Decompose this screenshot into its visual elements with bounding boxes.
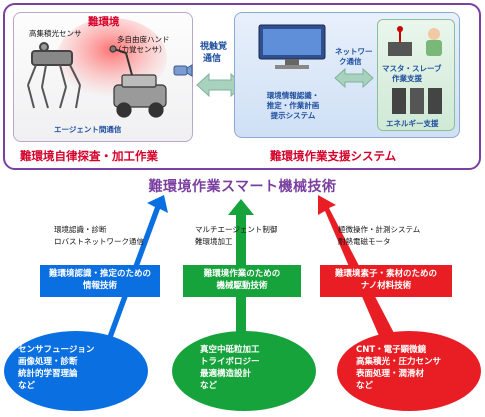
env-system-line3: 提示システム xyxy=(270,111,316,120)
operator-icon xyxy=(388,26,442,56)
col2-upper-line2: 難環境加工 xyxy=(195,237,233,246)
right-caption: 難環境作業支援システム xyxy=(270,149,397,163)
harsh-env-label: 難環境 xyxy=(88,16,120,28)
visual-tactile-line1: 視触覚 xyxy=(200,42,228,52)
col1-upper-line2: ロバストネットワーク通信 xyxy=(54,237,144,246)
col3-box-line2: ナノ材料技術 xyxy=(360,281,412,291)
robot-scene-illustration xyxy=(27,18,167,118)
legged-robot-icon xyxy=(27,42,81,109)
col3-tech-box: 難環境素子・素材のための ナノ材料技術 xyxy=(320,265,452,297)
master-slave-panel: マスタ・スレーブ 作業支援 エネルギー支援 xyxy=(377,19,455,131)
server-rack-icon xyxy=(392,88,442,114)
col2-ellipse-line2: トライボロジー xyxy=(200,357,260,367)
hand-label-line1: 多自由度ハンド xyxy=(117,35,170,44)
harsh-environment-panel: 難環境 高集積光センサ 多自由度ハンド （力覚センサ） エージェント間通信 xyxy=(13,12,193,142)
col1-ellipse-line1: センサフュージョン xyxy=(18,345,95,355)
network-line2: ク通信 xyxy=(339,57,362,66)
hand-label-line2: （力覚センサ） xyxy=(114,45,167,54)
main-title: 難環境作業スマート機械技術 xyxy=(148,179,337,195)
col3-upper-line1: 極微操作・計測システム xyxy=(338,225,421,234)
col3-ellipse-line3: 表面処理・潤滑材 xyxy=(356,369,425,379)
col1-ellipse-line2: 画像処理・診断 xyxy=(18,357,78,367)
col1-box-line2: 情報技術 xyxy=(82,281,117,291)
master-slave-line1: マスタ・スレーブ xyxy=(382,64,442,73)
col2-ellipse-line1: 真空中砥粒加工 xyxy=(200,345,260,355)
col2-box-line1: 難環境作業のための xyxy=(203,269,281,279)
network-arrow-icon xyxy=(334,67,374,89)
camera-icon xyxy=(173,64,193,77)
energy-support-label: エネルギー支援 xyxy=(386,119,439,128)
col3-ellipse-line4: など xyxy=(356,381,374,391)
col2-ellipse-line4: など xyxy=(200,381,218,391)
monitor-icon xyxy=(258,24,326,69)
col3-upper-line2: 耐熱電磁モータ xyxy=(338,237,391,246)
col2-tech-box: 難環境作業のための 機械駆動技術 xyxy=(183,265,301,297)
col2-upper-line1: マルチエージェント制御 xyxy=(195,225,278,234)
env-system-line2: 推定・作業計画 xyxy=(266,101,320,110)
wheeled-robot-icon xyxy=(109,45,167,118)
sensor-label: 高集積光センサ xyxy=(29,29,82,38)
master-slave-line2: 作業支援 xyxy=(392,74,422,83)
col1-tech-box: 難環境認識・推定のための 情報技術 xyxy=(40,265,160,297)
col1-ellipse-line3: 統計的学習理論 xyxy=(18,369,78,379)
visual-tactile-line2: 通信 xyxy=(203,54,222,64)
col1-upper-line1: 環境認識・診断 xyxy=(54,225,107,234)
col3-box-line1: 難環境素子・素材のための xyxy=(334,269,437,279)
col3-ellipse-line1: CNT・電子顕微鏡 xyxy=(356,345,427,355)
left-caption: 難環境自律探査・加工作業 xyxy=(20,149,158,163)
col2-box-line2: 機械駆動技術 xyxy=(216,281,268,291)
col2-ellipse xyxy=(172,331,316,411)
col1-ellipse-line4: など xyxy=(18,381,36,391)
col3-ellipse-line2: 高集積光・圧力センサ xyxy=(356,357,442,367)
agent-comm-label: エージェント間通信 xyxy=(54,125,122,134)
support-system-panel: 環境情報認識・ 推定・作業計画 提示システム ネットワー ク通信 マスタ・スレー… xyxy=(234,12,460,138)
env-system-line1: 環境情報認識・ xyxy=(266,91,320,100)
col2-ellipse-line3: 最適構造設計 xyxy=(200,369,252,379)
col1-box-line1: 難環境認識・推定のための xyxy=(48,269,151,279)
col3-ellipse xyxy=(337,331,481,411)
col1-ellipse xyxy=(4,331,148,411)
network-line1: ネットワー xyxy=(335,47,373,56)
